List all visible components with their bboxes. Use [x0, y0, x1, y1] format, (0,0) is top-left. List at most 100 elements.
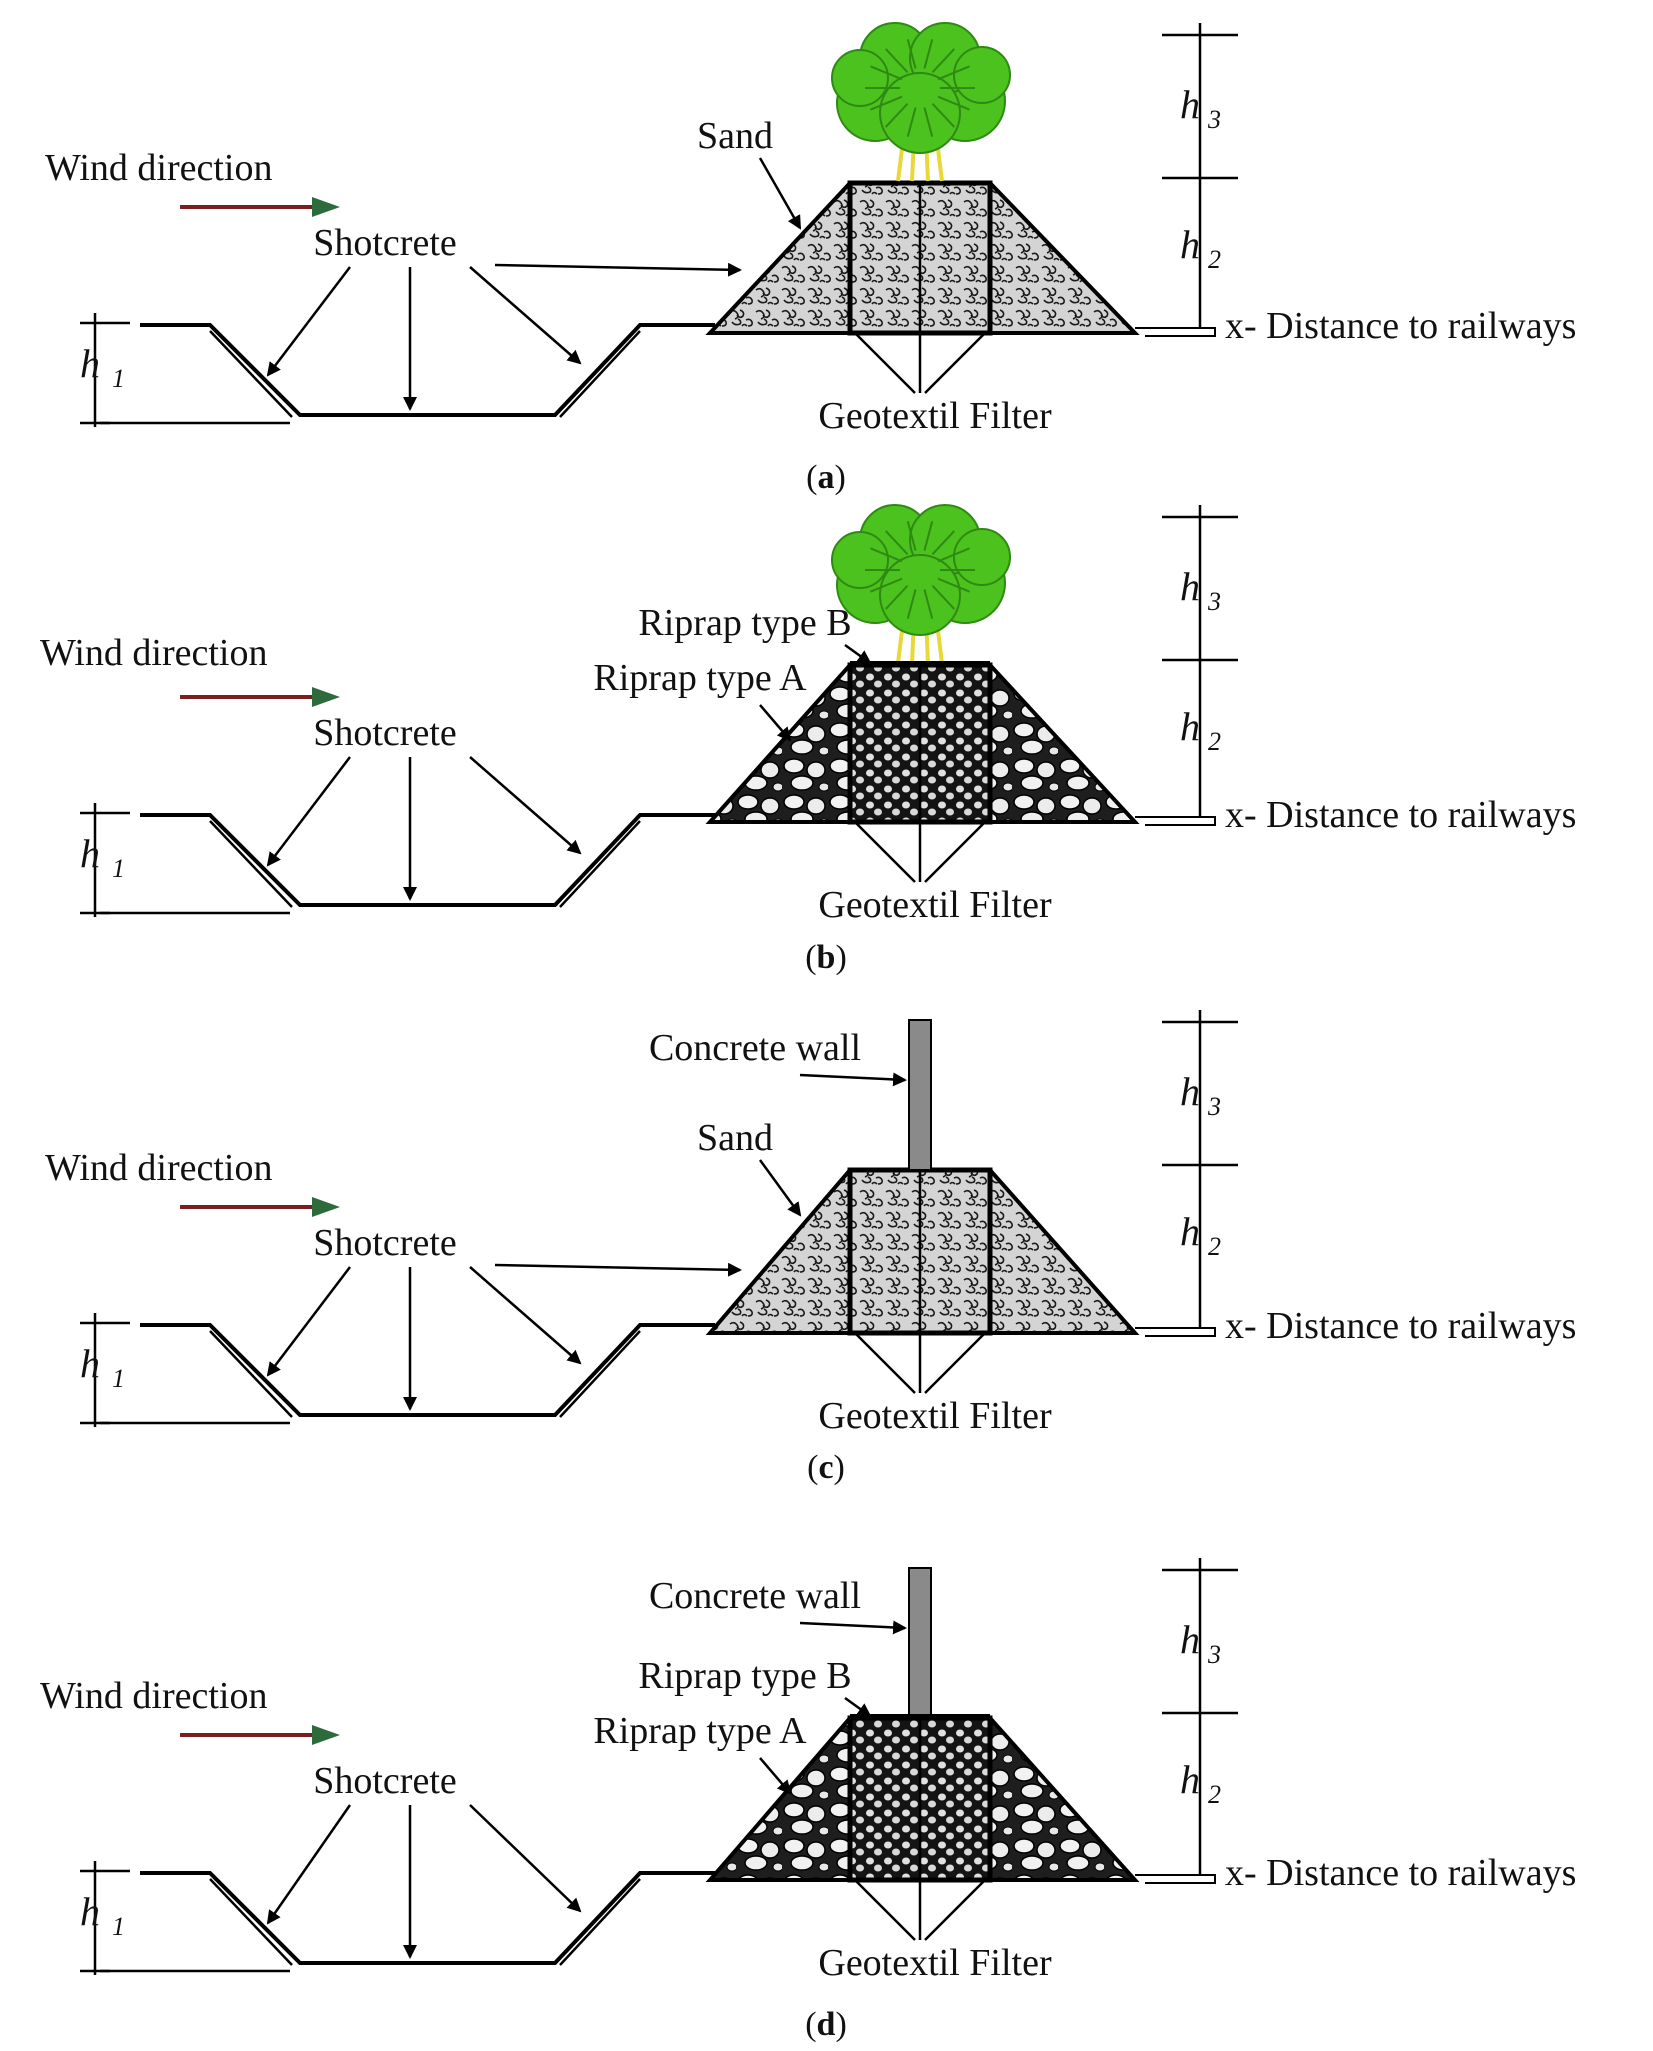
distance-strip: [1135, 816, 1216, 826]
tree-crown: [831, 504, 1011, 636]
shotcrete-layer: [209, 330, 293, 418]
h2-label: h: [1180, 704, 1200, 749]
h1-label: h: [80, 1889, 100, 1934]
shotcrete-layer: [209, 820, 293, 908]
geotextil-filter-label: Geotextil Filter: [818, 884, 1052, 926]
riprap-type-b-label: Riprap type B: [638, 1655, 851, 1697]
h1-label: h: [80, 831, 100, 876]
h1-label: h: [80, 1341, 100, 1386]
h2-label: h: [1180, 222, 1200, 267]
shotcrete-arrow: [469, 756, 582, 855]
geotextil-filter-label: Geotextil Filter: [818, 395, 1052, 437]
ground-profile: [140, 813, 715, 907]
filter-pointer: [924, 821, 986, 883]
riprap-b-cap: [850, 1714, 990, 1720]
h1-label: h: [80, 341, 100, 386]
h3-label: h: [1180, 1069, 1200, 1114]
concrete-wall: [908, 1567, 932, 1719]
sand-arrow: [758, 1159, 802, 1217]
h1-subscript: 1: [112, 1364, 125, 1393]
ground-profile: [140, 1871, 715, 1965]
riprap-a-arrow: [759, 704, 792, 742]
shotcrete-label: Shotcrete: [313, 1760, 457, 1802]
tree-crown: [831, 22, 1011, 154]
h1-subscript: 1: [112, 1912, 125, 1941]
wind-direction-label: Wind direction: [45, 1147, 272, 1189]
filter-pointer: [854, 821, 916, 883]
concrete-wall-arrow: [799, 1072, 907, 1087]
concrete-wall-label: Concrete wall: [649, 1027, 861, 1069]
concrete-wall-label: Concrete wall: [649, 1575, 861, 1617]
concrete-wall-arrow: [799, 1620, 907, 1635]
wind-arrow-head: [312, 1197, 340, 1217]
h2-subscript: 2: [1208, 727, 1221, 756]
h2-subscript: 2: [1208, 1780, 1221, 1809]
h1-subscript: 1: [112, 364, 125, 393]
sand-label: Sand: [697, 115, 773, 157]
distance-to-railways-label: x- Distance to railways: [1225, 305, 1576, 347]
riprap-b-arrow: [844, 643, 872, 665]
h3-subscript: 3: [1207, 105, 1221, 134]
geotextil-filter-label: Geotextil Filter: [818, 1395, 1052, 1437]
panel-caption: (c): [807, 1449, 845, 1486]
shotcrete-arrow-dune: [494, 1262, 742, 1277]
geotextil-filter-label: Geotextil Filter: [818, 1942, 1052, 1984]
shotcrete-label: Shotcrete: [313, 222, 457, 264]
filter-pointer: [924, 1332, 986, 1394]
panel-caption: (d): [805, 2006, 847, 2043]
caption-letter: b: [817, 939, 836, 976]
h3-subscript: 3: [1207, 587, 1221, 616]
panel-caption: (b): [805, 939, 847, 976]
shotcrete-label: Shotcrete: [313, 712, 457, 754]
distance-to-railways-label: x- Distance to railways: [1225, 1852, 1576, 1894]
filter-pointer: [854, 1879, 916, 1941]
shotcrete-arrow: [266, 1266, 351, 1377]
wind-direction-label: Wind direction: [45, 147, 272, 189]
shotcrete-layer: [209, 1330, 293, 1418]
concrete-wall: [908, 1019, 932, 1171]
riprap-b-arrow: [844, 1696, 872, 1718]
wind-arrow-head: [312, 1725, 340, 1745]
wind-arrow-head: [312, 687, 340, 707]
shotcrete-arrow-dune: [494, 262, 742, 277]
shotcrete-arrow: [469, 1266, 582, 1365]
riprap-b-cap: [850, 661, 990, 667]
shotcrete-arrow: [469, 266, 582, 365]
shotcrete-layer: [559, 330, 641, 418]
h1-subscript: 1: [112, 854, 125, 883]
shotcrete-arrow: [266, 266, 351, 377]
caption-letter: a: [818, 459, 835, 496]
distance-strip: [1135, 1327, 1216, 1337]
sand-label: Sand: [697, 1117, 773, 1159]
ground-profile: [140, 1323, 715, 1417]
filter-pointer: [924, 332, 986, 394]
shotcrete-arrow: [266, 756, 351, 867]
h3-label: h: [1180, 1617, 1200, 1662]
shotcrete-layer: [559, 1878, 641, 1966]
shotcrete-arrow: [469, 1804, 582, 1913]
riprap-type-a-label: Riprap type A: [593, 1710, 807, 1752]
h3-subscript: 3: [1207, 1640, 1221, 1669]
filter-pointer: [924, 1879, 986, 1941]
riprap-type-b-label: Riprap type B: [638, 602, 851, 644]
h2-subscript: 2: [1208, 1232, 1221, 1261]
caption-letter: d: [817, 2006, 836, 2043]
shotcrete-layer: [559, 1330, 641, 1418]
ground-profile: [140, 323, 715, 417]
filter-pointer: [854, 332, 916, 394]
distance-to-railways-label: x- Distance to railways: [1225, 794, 1576, 836]
riprap-a-arrow: [759, 1757, 792, 1795]
h2-label: h: [1180, 1209, 1200, 1254]
h2-subscript: 2: [1208, 245, 1221, 274]
sand-arrow: [758, 157, 802, 230]
h3-label: h: [1180, 82, 1200, 127]
caption-letter: c: [818, 1449, 833, 1486]
panel-caption: (a): [806, 459, 846, 496]
h2-label: h: [1180, 1757, 1200, 1802]
shotcrete-layer: [559, 820, 641, 908]
wind-arrow-head: [312, 197, 340, 217]
